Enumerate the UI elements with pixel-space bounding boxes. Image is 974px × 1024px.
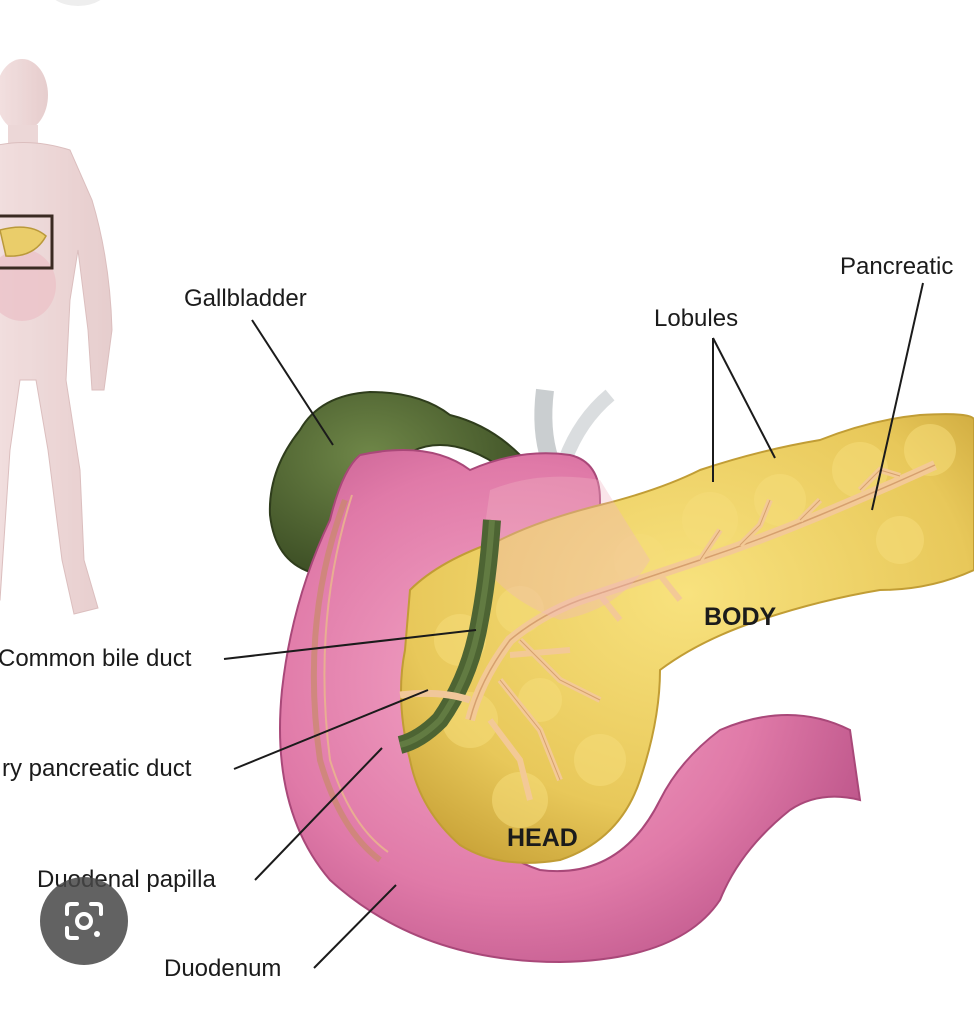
label-accessory-pancreatic-duct: ry pancreatic duct	[2, 755, 192, 782]
label-duodenum: Duodenum	[164, 955, 282, 982]
label-body: BODY	[704, 603, 777, 631]
google-lens-icon	[65, 902, 103, 940]
region-box	[0, 214, 54, 270]
label-common-bile-duct: Common bile duct	[0, 645, 192, 672]
accessory-duct-shape	[399, 689, 472, 704]
pointer-lines	[223, 282, 924, 969]
label-head: HEAD	[507, 824, 578, 852]
vessel	[558, 389, 615, 463]
label-lobules: Lobules	[654, 305, 739, 332]
label-pancreatic-duct: Pancreatic	[840, 253, 954, 280]
top-partial-element	[48, 0, 108, 6]
vessel	[534, 388, 559, 463]
lens-button[interactable]	[40, 877, 128, 965]
human-figure	[0, 59, 113, 615]
label-gallbladder: Gallbladder	[184, 285, 307, 312]
